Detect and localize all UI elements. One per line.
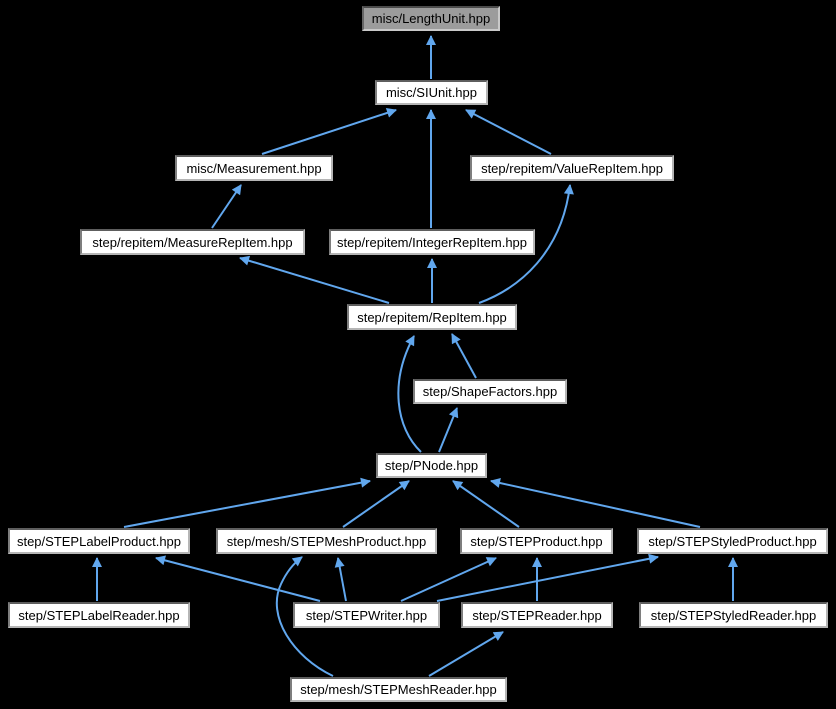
graph-node-repitem[interactable]: step/repitem/RepItem.hpp (347, 304, 517, 330)
graph-node-stepreader[interactable]: step/STEPReader.hpp (461, 602, 613, 628)
edge-stepmeshproduct-to-pnode (342, 480, 410, 528)
edge-stepwriter-to-stepproduct (400, 557, 497, 602)
graph-node-stepmeshproduct[interactable]: step/mesh/STEPMeshProduct.hpp (216, 528, 437, 554)
graph-node-stepstyledproduct[interactable]: step/STEPStyledProduct.hpp (637, 528, 828, 554)
edge-stepwriter-to-steplabelproduct (155, 555, 321, 602)
graph-node-stepstyledreader[interactable]: step/STEPStyledReader.hpp (639, 602, 828, 628)
edge-pnode-to-repitem (397, 335, 422, 453)
edge-stepmeshreader-to-stepmeshproduct (275, 556, 334, 677)
graph-node-steplabelproduct[interactable]: step/STEPLabelProduct.hpp (8, 528, 190, 554)
edge-pnode-to-shapefactors (438, 407, 459, 453)
edge-valuerepitem-to-misc-siunit (465, 109, 552, 155)
graph-node-valuerepitem[interactable]: step/repitem/ValueRepItem.hpp (470, 155, 674, 181)
graph-node-stepproduct[interactable]: step/STEPProduct.hpp (460, 528, 613, 554)
edge-shapefactors-to-repitem (451, 333, 477, 379)
edge-stepstyledproduct-to-pnode (490, 478, 701, 528)
edge-stepwriter-to-stepmeshproduct (334, 557, 347, 602)
graph-node-misc-lengthunit[interactable]: misc/LengthUnit.hpp (362, 6, 500, 31)
edge-misc-measurement-to-misc-siunit (261, 108, 397, 155)
edge-stepproduct-to-pnode (452, 480, 520, 528)
graph-node-shapefactors[interactable]: step/ShapeFactors.hpp (413, 379, 567, 404)
graph-node-steplabelreader[interactable]: step/STEPLabelReader.hpp (8, 602, 190, 628)
graph-node-measurerepitem[interactable]: step/repitem/MeasureRepItem.hpp (80, 229, 305, 255)
graph-node-integerrepitem[interactable]: step/repitem/IntegerRepItem.hpp (329, 229, 535, 255)
graph-node-misc-measurement[interactable]: misc/Measurement.hpp (175, 155, 333, 181)
graph-node-pnode[interactable]: step/PNode.hpp (376, 453, 487, 478)
graph-node-misc-siunit[interactable]: misc/SIUnit.hpp (375, 80, 488, 105)
edge-steplabelproduct-to-pnode (123, 477, 371, 528)
edge-repitem-to-measurerepitem (239, 255, 390, 304)
edge-repitem-to-valuerepitem (478, 184, 574, 304)
edge-stepmeshreader-to-stepreader (428, 631, 504, 677)
edge-measurerepitem-to-misc-measurement (211, 184, 242, 229)
edge-stepwriter-to-stepstyledproduct (436, 553, 659, 602)
graph-node-stepwriter[interactable]: step/STEPWriter.hpp (293, 602, 440, 628)
graph-node-stepmeshreader[interactable]: step/mesh/STEPMeshReader.hpp (290, 677, 507, 702)
